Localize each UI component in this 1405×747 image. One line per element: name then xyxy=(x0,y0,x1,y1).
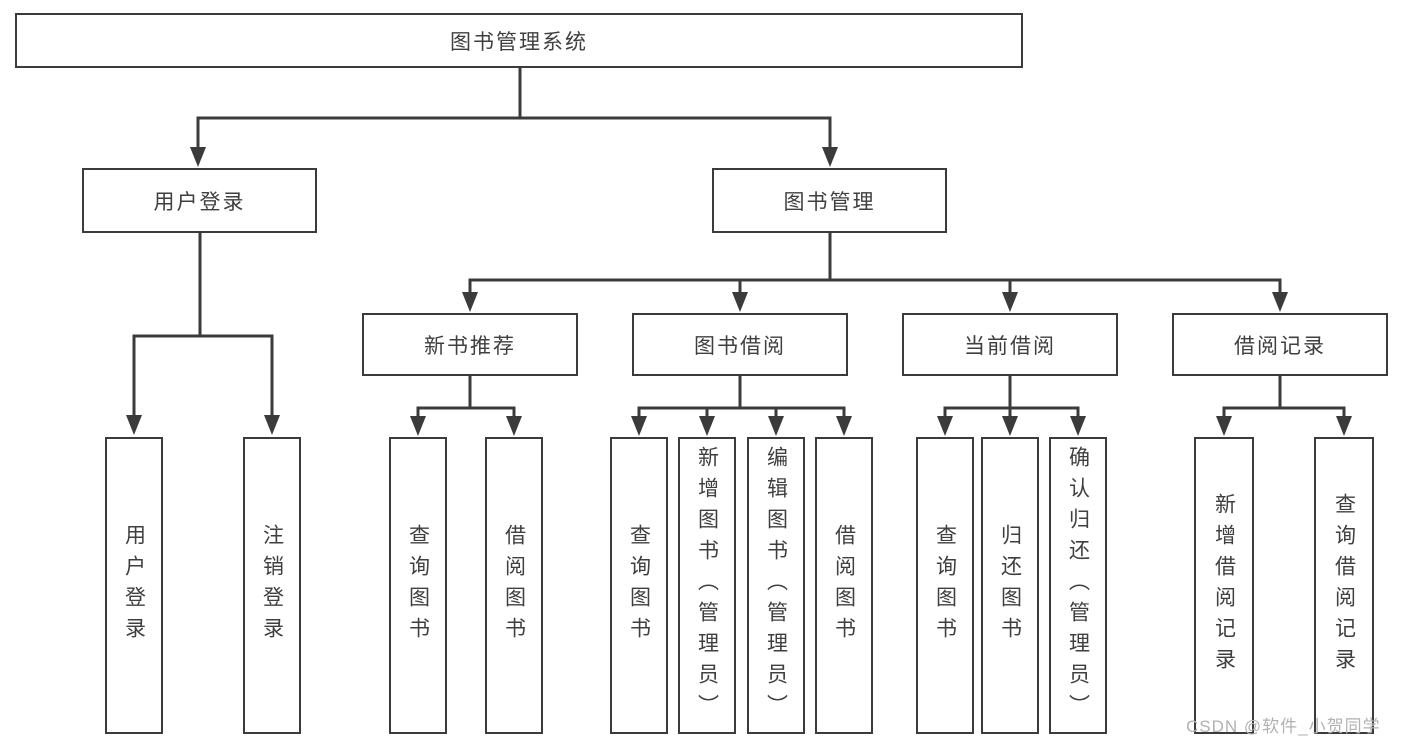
node-current-borrow: 当前借阅 xyxy=(902,313,1118,376)
leaf-query-books-3: 查询图书 xyxy=(916,437,974,734)
leaf-query-borrow-record: 查询借阅记录 xyxy=(1314,437,1374,734)
node-book-management: 图书管理 xyxy=(712,168,947,233)
leaf-user-login: 用户登录 xyxy=(105,437,163,734)
leaf-add-borrow-record: 新增借阅记录 xyxy=(1194,437,1254,734)
node-borrow-records: 借阅记录 xyxy=(1172,313,1388,376)
node-new-book-recommend-label: 新书推荐 xyxy=(424,334,516,358)
leaf-borrow-books-2: 借阅图书 xyxy=(815,437,873,734)
node-book-borrow: 图书借阅 xyxy=(632,313,848,376)
leaf-logout: 注销登录 xyxy=(243,437,301,734)
leaf-add-books-admin-label: 新增图书（管理员） xyxy=(695,446,719,725)
leaf-query-books-1: 查询图书 xyxy=(389,437,447,734)
node-user-login-label: 用户登录 xyxy=(153,190,246,214)
leaf-query-books-1-label: 查询图书 xyxy=(406,523,430,648)
node-borrow-records-label: 借阅记录 xyxy=(1234,334,1326,358)
arrowheads xyxy=(126,147,1352,436)
node-book-management-label: 图书管理 xyxy=(783,190,876,214)
leaf-edit-books-admin-label: 编辑图书（管理员） xyxy=(764,446,788,725)
leaf-query-books-2-label: 查询图书 xyxy=(627,523,651,648)
node-root-label: 图书管理系统 xyxy=(450,30,588,54)
leaf-query-books-2: 查询图书 xyxy=(610,437,668,734)
leaf-confirm-return-admin: 确认归还（管理员） xyxy=(1049,437,1107,734)
leaf-add-books-admin: 新增图书（管理员） xyxy=(678,437,736,734)
leaf-add-borrow-record-label: 新增借阅记录 xyxy=(1212,492,1236,679)
leaf-confirm-return-admin-label: 确认归还（管理员） xyxy=(1066,446,1090,725)
leaf-return-books-label: 归还图书 xyxy=(998,523,1022,648)
node-root: 图书管理系统 xyxy=(15,13,1023,68)
leaf-logout-label: 注销登录 xyxy=(260,523,284,648)
leaf-edit-books-admin: 编辑图书（管理员） xyxy=(747,437,805,734)
leaf-query-borrow-record-label: 查询借阅记录 xyxy=(1332,492,1356,679)
leaf-query-books-3-label: 查询图书 xyxy=(933,523,957,648)
leaf-return-books: 归还图书 xyxy=(981,437,1039,734)
leaf-borrow-books-2-label: 借阅图书 xyxy=(832,523,856,648)
node-book-borrow-label: 图书借阅 xyxy=(694,334,786,358)
node-new-book-recommend: 新书推荐 xyxy=(362,313,578,376)
leaf-user-login-label: 用户登录 xyxy=(122,523,146,648)
leaf-borrow-books-1: 借阅图书 xyxy=(485,437,543,734)
leaf-borrow-books-1-label: 借阅图书 xyxy=(502,523,526,648)
node-current-borrow-label: 当前借阅 xyxy=(964,334,1056,358)
node-user-login: 用户登录 xyxy=(82,168,317,233)
watermark: CSDN @软件_小贺同学 xyxy=(1186,717,1381,736)
